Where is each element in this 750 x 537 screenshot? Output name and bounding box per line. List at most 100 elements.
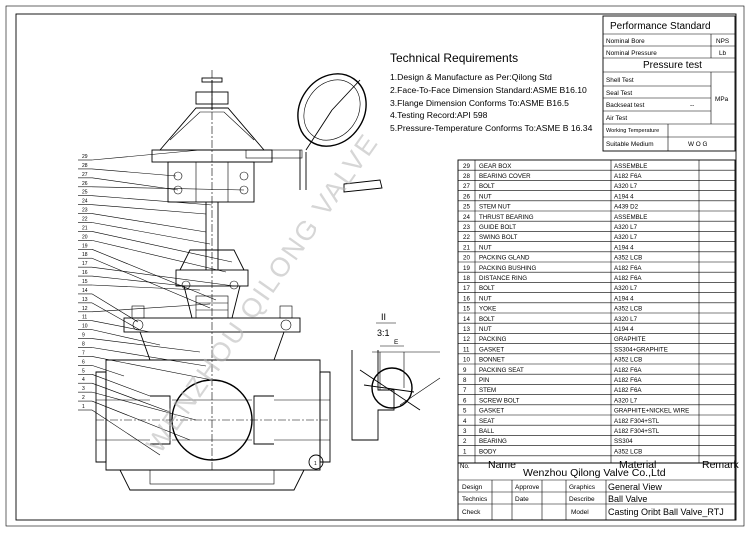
technics-label: Technics bbox=[462, 496, 488, 503]
bom-row-material: A182 F6A bbox=[614, 377, 642, 384]
bom-header-no: No. bbox=[460, 463, 470, 470]
bom-row-material: A352 LCB bbox=[614, 357, 642, 364]
leader-line bbox=[91, 391, 197, 421]
bom-row-material: A182 F304+STL bbox=[614, 418, 660, 425]
leader-line bbox=[91, 320, 151, 333]
approve-label: Approve bbox=[515, 484, 540, 491]
leader-number: 2 bbox=[82, 395, 85, 401]
bom-row-material: SS304 bbox=[614, 438, 633, 445]
bom-row-material: SS304+GRAPHITE bbox=[614, 346, 668, 353]
leader-line bbox=[91, 347, 207, 367]
bom-row-number: 3 bbox=[463, 428, 467, 435]
leader-number: 18 bbox=[82, 252, 88, 258]
bom-row-material: A439 D2 bbox=[614, 204, 639, 211]
detail-view bbox=[351, 345, 441, 441]
bom-row-material: A194 4 bbox=[614, 244, 634, 251]
leader-number: 7 bbox=[82, 350, 85, 356]
design-label: Design bbox=[462, 484, 483, 491]
leader-line bbox=[91, 382, 171, 413]
bom-row-name: YOKE bbox=[479, 306, 496, 313]
bom-row-number: 10 bbox=[463, 357, 470, 364]
tech-req-item: 2.Face-To-Face Dimension Standard:ASME B… bbox=[390, 85, 587, 95]
outer-frame bbox=[5, 5, 745, 527]
bom-row-material: GRAPHITE+NICKEL WIRE bbox=[614, 408, 689, 415]
bom-row-material: A320 L7 bbox=[614, 183, 638, 190]
performance-table bbox=[602, 15, 736, 152]
leader-number: 9 bbox=[82, 333, 85, 339]
bom-row-name: STEM bbox=[479, 387, 496, 394]
shell-test-label: Shell Test bbox=[606, 77, 634, 84]
bom-row-name: PACKING SEAT bbox=[479, 367, 524, 374]
bom-row-number: 26 bbox=[463, 193, 470, 200]
nominal-bore-label: Nominal Bore bbox=[606, 38, 645, 45]
bom-row-name: NUT bbox=[479, 244, 492, 251]
working-temperature-label: Working Temperature bbox=[606, 128, 659, 134]
leader-line bbox=[91, 293, 139, 323]
leader-line bbox=[91, 168, 177, 177]
bom-header-name: Name bbox=[488, 459, 516, 471]
bom-row-number: 7 bbox=[463, 387, 467, 394]
bom-row-number: 11 bbox=[463, 346, 470, 353]
watermark-text: WENZHOU QILONG VALVE bbox=[140, 128, 384, 459]
leader-line bbox=[91, 213, 207, 233]
bom-row-number: 27 bbox=[463, 183, 470, 190]
detail-view-label: II bbox=[381, 312, 386, 322]
leader-line bbox=[91, 374, 151, 397]
bom-row-name: PACKING BUSHING bbox=[479, 265, 536, 272]
bom-row-number: 9 bbox=[463, 367, 467, 374]
bom-row-number: 15 bbox=[463, 306, 470, 313]
bom-row-material: ASSEMBLE bbox=[614, 214, 647, 221]
bom-row-number: 28 bbox=[463, 173, 470, 180]
performance-title: Performance Standard bbox=[610, 21, 711, 32]
leader-number: 22 bbox=[82, 217, 88, 223]
bom-row-name: SCREW BOLT bbox=[479, 397, 520, 404]
bom-row-material: A320 L7 bbox=[614, 285, 638, 292]
suitable-medium-value: W O G bbox=[688, 141, 708, 148]
model-label: Model bbox=[571, 509, 589, 516]
leader-number: 5 bbox=[82, 368, 85, 374]
bom-row-name: SWING BOLT bbox=[479, 234, 518, 241]
bom-header-material: Material bbox=[619, 459, 656, 471]
leader-line bbox=[91, 284, 201, 291]
bom-row-number: 12 bbox=[463, 336, 470, 343]
leader-number: 19 bbox=[82, 243, 88, 249]
tech-req-item: 5.Pressure-Temperature Conforms To:ASME … bbox=[390, 123, 593, 133]
describe-value: Ball Valve bbox=[608, 494, 647, 504]
leader-line bbox=[91, 365, 125, 377]
leader-lines: 2928272625242322212019181716151413121110… bbox=[78, 149, 245, 456]
leader-line bbox=[91, 303, 211, 313]
bom-row-name: BONNET bbox=[479, 357, 505, 364]
leader-number: 20 bbox=[82, 234, 88, 240]
bom-row-name: NUT bbox=[479, 326, 492, 333]
leader-line bbox=[91, 275, 187, 287]
bom-row-material: A182 F6A bbox=[614, 367, 642, 374]
bom-row-material: A194 4 bbox=[614, 295, 634, 302]
bom-row-name: BOLT bbox=[479, 183, 495, 190]
tech-req-item: 3.Flange Dimension Conforms To:ASME B16.… bbox=[390, 98, 569, 108]
seal-test-label: Seal Test bbox=[606, 90, 632, 97]
bom-row-number: 16 bbox=[463, 295, 470, 302]
nps-unit: NPS bbox=[716, 38, 729, 45]
bom-row-number: 17 bbox=[463, 285, 470, 292]
leader-number: 14 bbox=[82, 288, 88, 294]
tech-req-item: 4.Testing Record:API 598 bbox=[390, 110, 488, 120]
leader-number: 28 bbox=[82, 163, 88, 169]
bom-row-material: A194 4 bbox=[614, 193, 634, 200]
leader-number: 17 bbox=[82, 261, 88, 267]
bom-row-name: BOLT bbox=[479, 316, 495, 323]
tech-req-title: Technical Requirements bbox=[390, 51, 518, 65]
leader-line bbox=[91, 329, 161, 346]
bom-row-number: 20 bbox=[463, 255, 470, 262]
bom-row-name: BEARING COVER bbox=[479, 173, 531, 180]
leader-number: 1 bbox=[82, 404, 85, 410]
bom-row-number: 4 bbox=[463, 418, 467, 425]
bom-row-name: BALL bbox=[479, 428, 495, 435]
bom-row-number: 24 bbox=[463, 214, 470, 221]
bom-row-material: A194 4 bbox=[614, 326, 634, 333]
bom-row-number: 1 bbox=[463, 448, 467, 455]
bom-row-material: A352 LCB bbox=[614, 255, 642, 262]
leader-number: 25 bbox=[82, 190, 88, 196]
valve-assembly bbox=[95, 70, 383, 491]
